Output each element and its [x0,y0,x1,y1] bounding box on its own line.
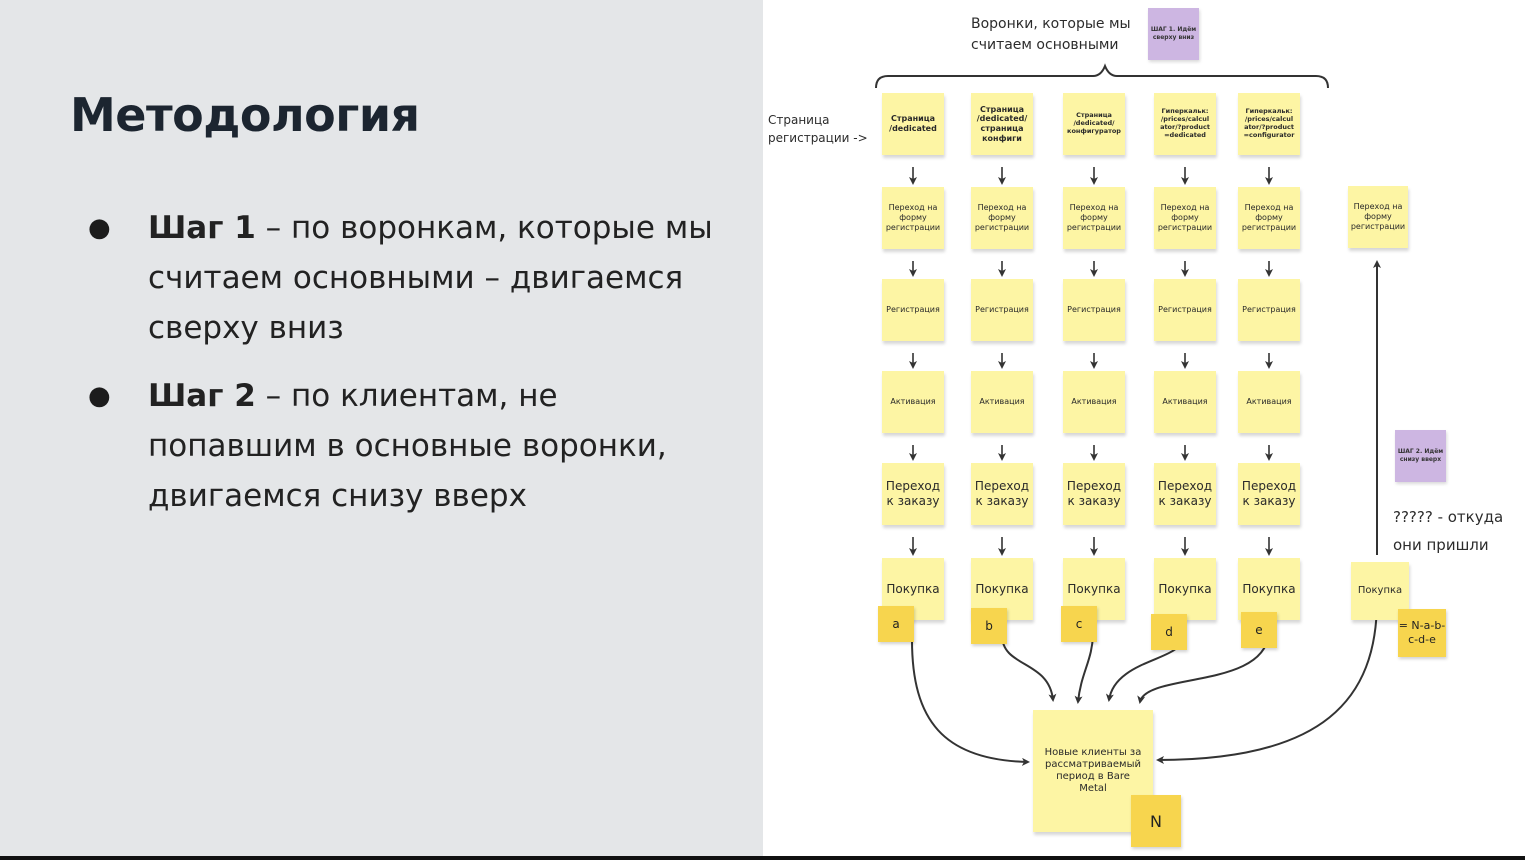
col-5-purchase-note: Покупка [1238,558,1300,620]
col-5-form-note: Переход на форму регистрации [1238,187,1300,249]
col-1-activation-note: Активация [882,371,944,433]
col-3-activation-note: Активация [1063,371,1125,433]
step1-note: ШАГ 1. Идём сверху вниз [1148,8,1199,60]
arrow-result-to-right [1156,599,1378,764]
diagram-connectors [875,63,1381,766]
col-4-registration-note: Регистрация [1154,279,1216,341]
col-5-registration-note: Регистрация [1238,279,1300,341]
col-3-page-note: Страница /dedicated/ конфигуратор [1063,93,1125,155]
col-4-page-note: Гиперкальк: /prices/calcul ator/?product… [1154,93,1216,155]
arrow-c-to-result [1074,631,1094,704]
col-5-activation-note: Активация [1238,371,1300,433]
bullet-step-2-bold: Шаг 2 [148,378,256,414]
result-tag: N [1131,795,1181,847]
arrow-b-to-result [1001,634,1057,702]
funnel-diagram: Воронки, которые мы считаем основными ША… [763,0,1525,856]
bullet-dot-icon: ● [88,381,111,411]
col-4-activation-note: Активация [1154,371,1216,433]
col-2-registration-note: Регистрация [971,279,1033,341]
col-2-form-note: Переход на форму регистрации [971,187,1033,249]
right-tag: = N-a-b-c-d-e [1398,609,1446,657]
col-4-order-note: Переход к заказу [1154,463,1216,525]
col-5-order-note: Переход к заказу [1238,463,1300,525]
funnels-brace [875,63,1329,89]
bullet-step-1-text: – по воронкам, которые мы считаем основн… [148,210,713,346]
slide-title: Методология [70,88,420,142]
bottom-bar [0,856,1525,860]
col-1-registration-note: Регистрация [882,279,944,341]
bullet-dot-icon: ● [88,213,111,243]
col-4-tag: d [1151,614,1187,650]
col-3-form-note: Переход на форму регистрации [1063,187,1125,249]
col-1-order-note: Переход к заказу [882,463,944,525]
arrow-e-to-result [1137,629,1270,704]
question-label: ????? - откуда они пришли [1393,508,1504,554]
page-label: Страница регистрации -> [768,113,868,145]
col-5-page-note: Гиперкальк: /prices/calcul ator/?product… [1238,93,1300,155]
col-1-page-note: Страница /dedicated [882,93,944,155]
bullet-step-2: ● Шаг 2 – по клиентам, не попавшим в осн… [88,371,728,521]
col-3-registration-note: Регистрация [1063,279,1125,341]
bullet-step-2-text: – по клиентам, не попавшим в основные во… [148,378,667,514]
col-2-page-note: Страница /dedicated/ страница конфиги [971,93,1033,155]
bullet-list: ● Шаг 1 – по воронкам, которые мы считае… [88,203,728,539]
col-1-form-note: Переход на форму регистрации [882,187,944,249]
col-4-form-note: Переход на форму регистрации [1154,187,1216,249]
right-form-note: Переход на форму регистрации [1348,186,1408,248]
col-2-tag: b [971,608,1007,644]
bullet-step-1: ● Шаг 1 – по воронкам, которые мы считае… [88,203,728,353]
arrow-a-to-result [911,639,1030,766]
funnels-label: Воронки, которые мы считаем основными [971,16,1131,53]
col-5-tag: e [1241,612,1277,648]
col-1-tag: a [878,606,914,642]
col-2-order-note: Переход к заказу [971,463,1033,525]
col-4-purchase-note: Покупка [1154,558,1216,620]
col-2-activation-note: Активация [971,371,1033,433]
col-3-tag: c [1061,606,1097,642]
col-3-order-note: Переход к заказу [1063,463,1125,525]
left-panel: Методология ● Шаг 1 – по воронкам, котор… [0,0,763,860]
bullet-step-1-bold: Шаг 1 [148,210,256,246]
step2-note: ШАГ 2. Идём снизу вверх [1395,430,1446,482]
